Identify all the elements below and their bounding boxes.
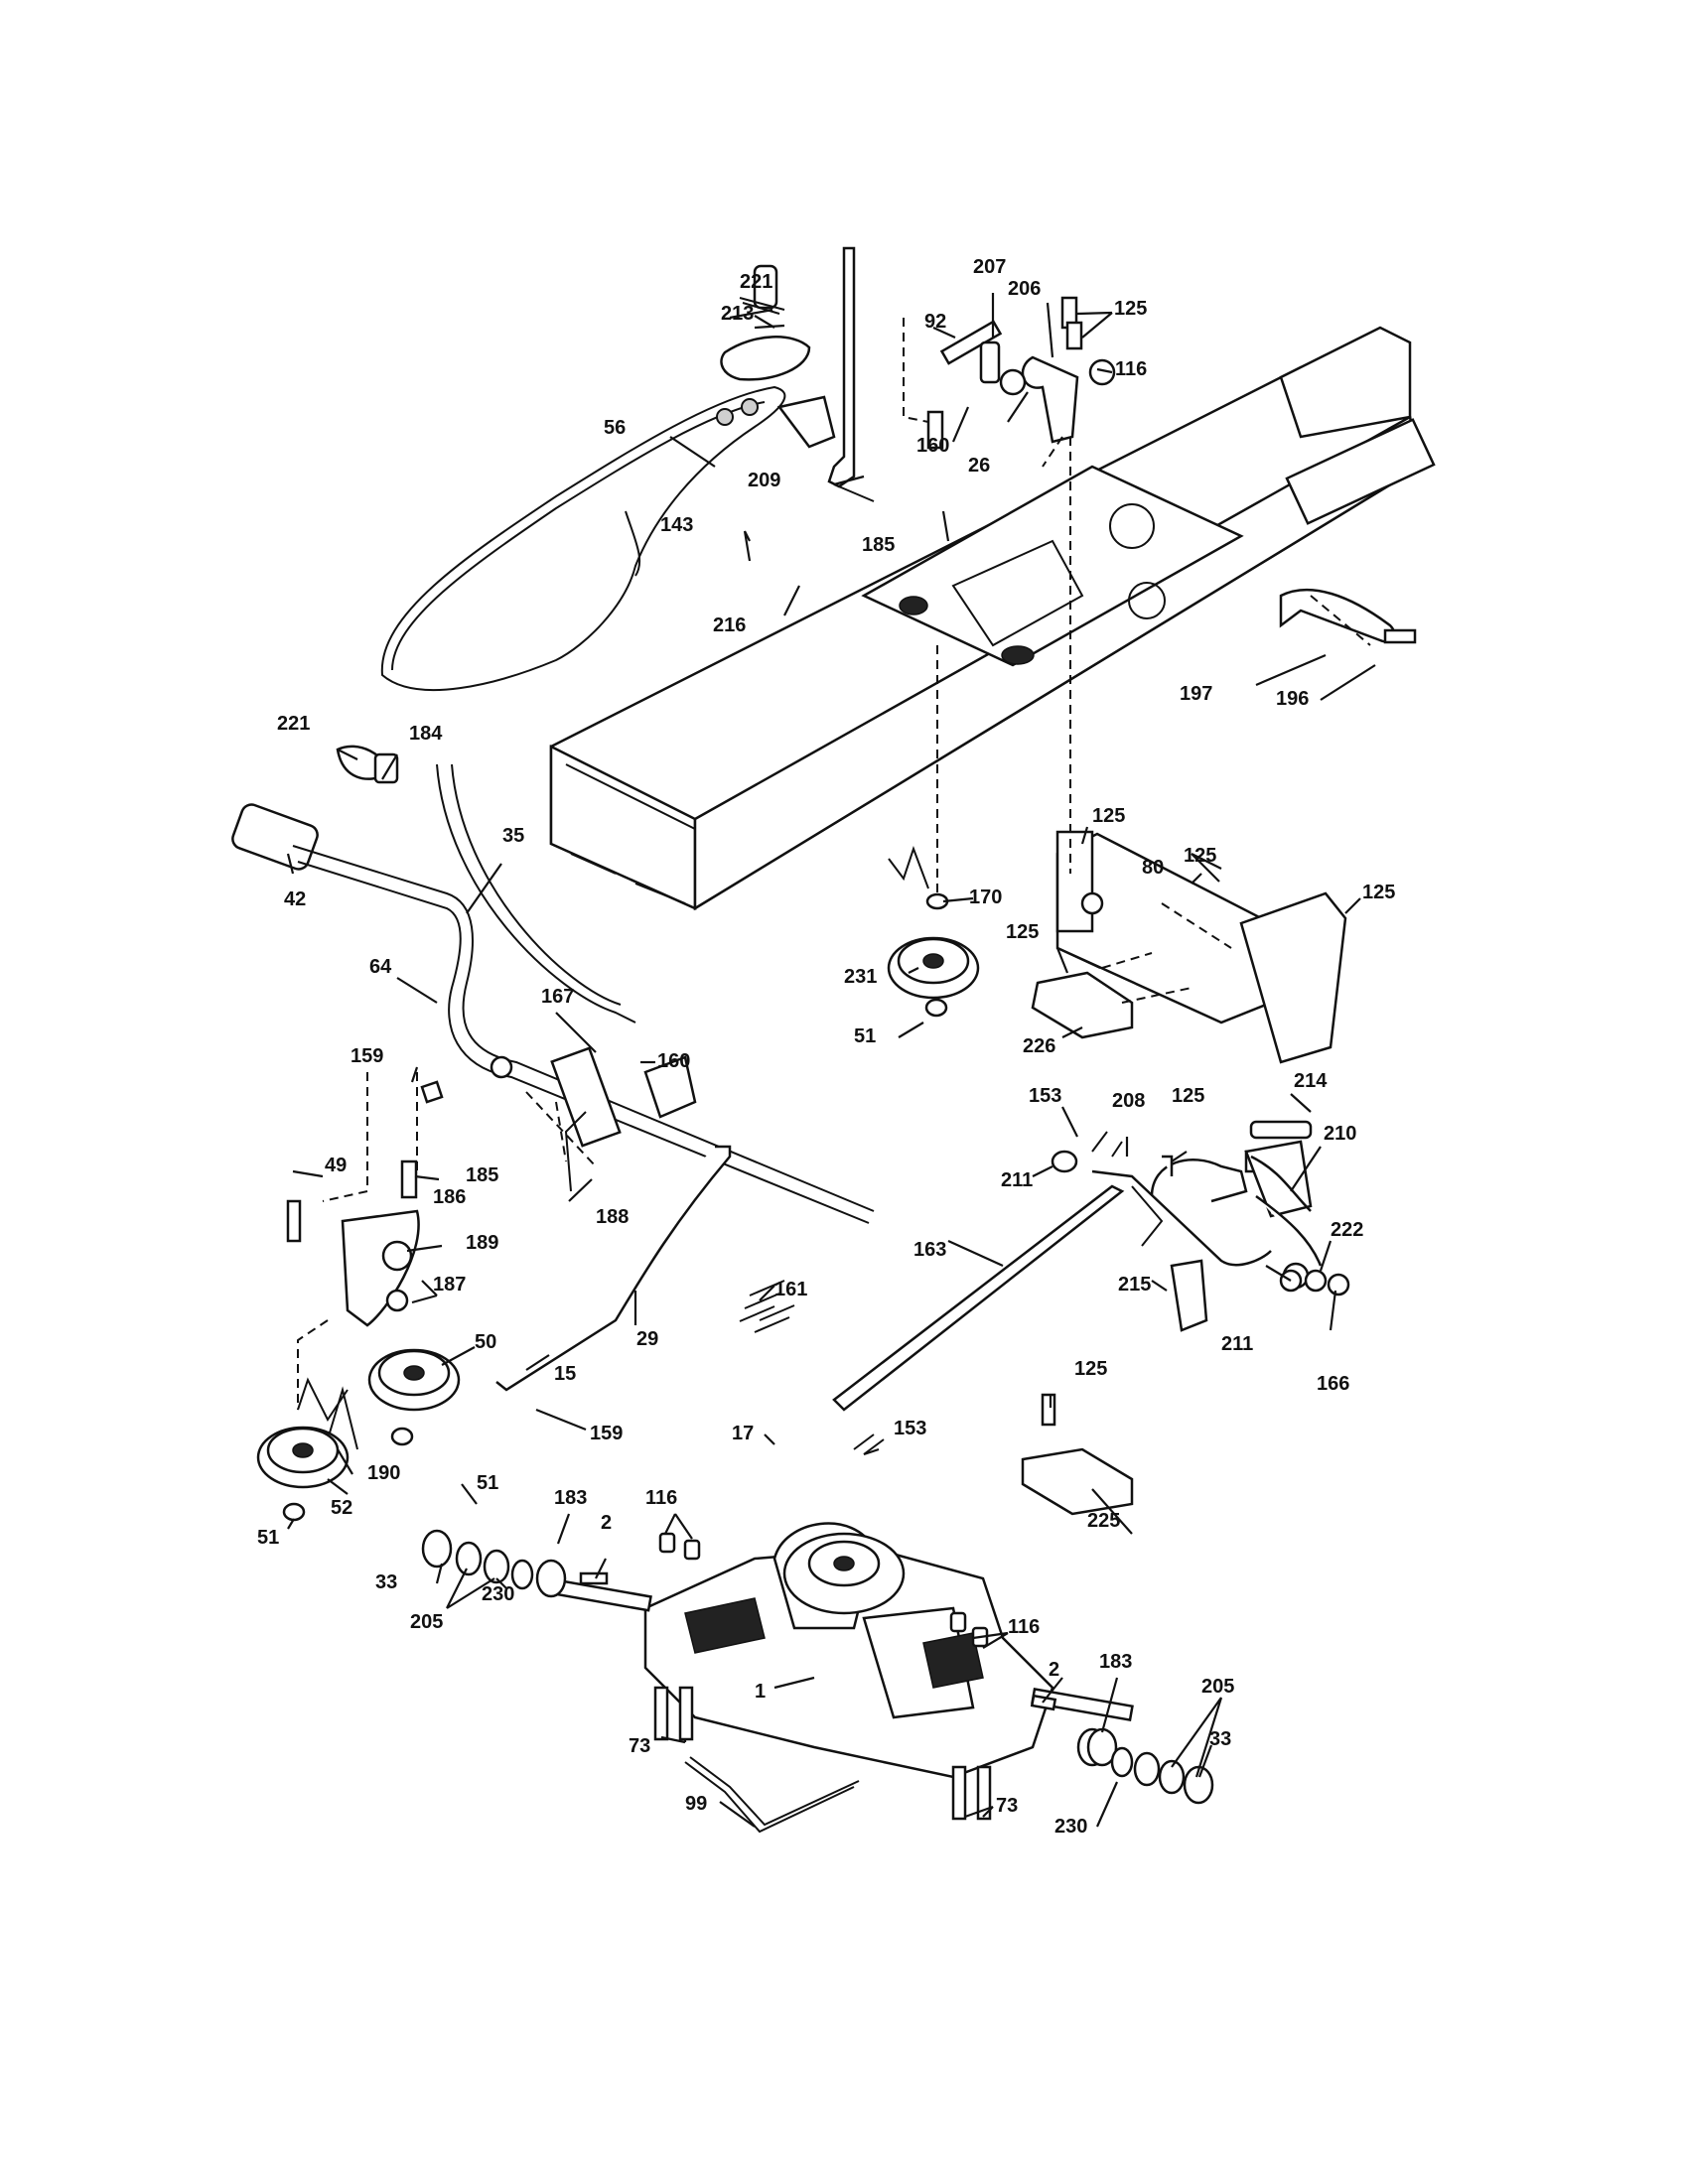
callout-17: 17 <box>732 1423 754 1444</box>
callout-197: 197 <box>1180 683 1212 705</box>
callout-166: 166 <box>1317 1373 1349 1395</box>
callout-51-c: 51 <box>257 1527 279 1549</box>
callout-215: 215 <box>1118 1274 1151 1296</box>
callout-33-b: 33 <box>1209 1728 1231 1750</box>
callout-56: 56 <box>604 417 626 439</box>
callout-208: 208 <box>1112 1090 1145 1112</box>
callout-42: 42 <box>284 888 306 910</box>
transaxle <box>535 1522 1134 1834</box>
callout-125-f: 125 <box>1172 1085 1204 1107</box>
callout-160-b: 160 <box>657 1050 690 1072</box>
callout-205: 205 <box>410 1611 443 1633</box>
callout-189: 189 <box>466 1232 498 1254</box>
pulleys <box>256 846 980 1522</box>
callout-190: 190 <box>367 1462 400 1484</box>
callout-99: 99 <box>685 1793 707 1815</box>
callout-51-b: 51 <box>477 1472 498 1494</box>
callout-labels: 221 213 92 207 206 125 116 56 160 26 209… <box>257 256 1395 1838</box>
callout-185: 185 <box>862 534 895 556</box>
callout-1: 1 <box>755 1681 766 1703</box>
callout-159: 159 <box>351 1045 383 1067</box>
callout-51: 51 <box>854 1025 876 1047</box>
callout-125-b: 125 <box>1092 805 1125 827</box>
callout-73: 73 <box>629 1735 650 1757</box>
callout-15: 15 <box>554 1363 576 1385</box>
callout-230-b: 230 <box>1054 1816 1087 1838</box>
callout-210: 210 <box>1324 1123 1356 1145</box>
callout-207: 207 <box>973 256 1006 278</box>
callout-160: 160 <box>916 435 949 457</box>
callout-230: 230 <box>482 1583 514 1605</box>
callout-184: 184 <box>409 723 443 745</box>
callout-183: 183 <box>554 1487 587 1509</box>
callout-216: 216 <box>713 614 746 636</box>
callout-211-b: 211 <box>1221 1333 1253 1355</box>
left-linkage <box>231 745 875 1450</box>
callout-221-b: 221 <box>277 713 310 735</box>
callout-92: 92 <box>924 311 946 333</box>
callout-116: 116 <box>1115 358 1147 380</box>
callout-2-b: 2 <box>1049 1659 1059 1681</box>
callout-170: 170 <box>969 887 1002 908</box>
chassis-frame <box>549 326 1436 911</box>
callout-50: 50 <box>475 1331 496 1353</box>
callout-163: 163 <box>913 1239 946 1261</box>
callout-125-g: 125 <box>1074 1358 1107 1380</box>
callout-29: 29 <box>636 1328 658 1350</box>
callout-226: 226 <box>1023 1035 1055 1057</box>
callout-143: 143 <box>660 514 693 536</box>
callout-52: 52 <box>331 1497 352 1519</box>
axle-hardware <box>421 1529 1214 1805</box>
callout-167: 167 <box>541 986 574 1008</box>
callout-161: 161 <box>774 1279 807 1300</box>
callout-196: 196 <box>1276 688 1309 710</box>
callout-205-b: 205 <box>1201 1676 1234 1698</box>
callout-211: 211 <box>1001 1169 1033 1191</box>
callout-125-d: 125 <box>1362 882 1395 903</box>
callout-213: 213 <box>721 303 754 325</box>
callout-125: 125 <box>1114 298 1147 320</box>
callout-49: 49 <box>325 1155 347 1176</box>
drive-belt <box>380 385 786 692</box>
callout-206: 206 <box>1008 278 1041 300</box>
callout-80: 80 <box>1142 857 1164 879</box>
callout-183-b: 183 <box>1099 1651 1132 1673</box>
callout-186: 186 <box>433 1186 466 1208</box>
callout-187: 187 <box>433 1274 466 1296</box>
callout-222: 222 <box>1331 1219 1363 1241</box>
callout-64: 64 <box>369 956 392 978</box>
callout-116-b: 116 <box>645 1487 677 1509</box>
callout-221: 221 <box>740 271 772 293</box>
callout-2: 2 <box>601 1512 612 1534</box>
right-brackets <box>754 830 1350 1516</box>
callout-188: 188 <box>596 1206 629 1228</box>
callout-209: 209 <box>748 470 780 491</box>
callout-225: 225 <box>1087 1510 1120 1532</box>
callout-185-b: 185 <box>466 1164 498 1186</box>
callout-35: 35 <box>502 825 524 847</box>
callout-231: 231 <box>844 966 877 988</box>
callout-33: 33 <box>375 1571 397 1593</box>
callout-26: 26 <box>968 455 990 477</box>
leader-lines <box>286 293 1376 1828</box>
callout-125-e: 125 <box>1006 921 1039 943</box>
callout-73-b: 73 <box>996 1795 1018 1817</box>
callout-116-c: 116 <box>1008 1616 1040 1638</box>
callout-214: 214 <box>1294 1070 1328 1092</box>
callout-159-b: 159 <box>590 1423 623 1444</box>
callout-125-c: 125 <box>1184 845 1216 867</box>
callout-153: 153 <box>1029 1085 1061 1107</box>
callout-153-b: 153 <box>894 1418 926 1439</box>
assembly-lines <box>297 318 1371 1410</box>
